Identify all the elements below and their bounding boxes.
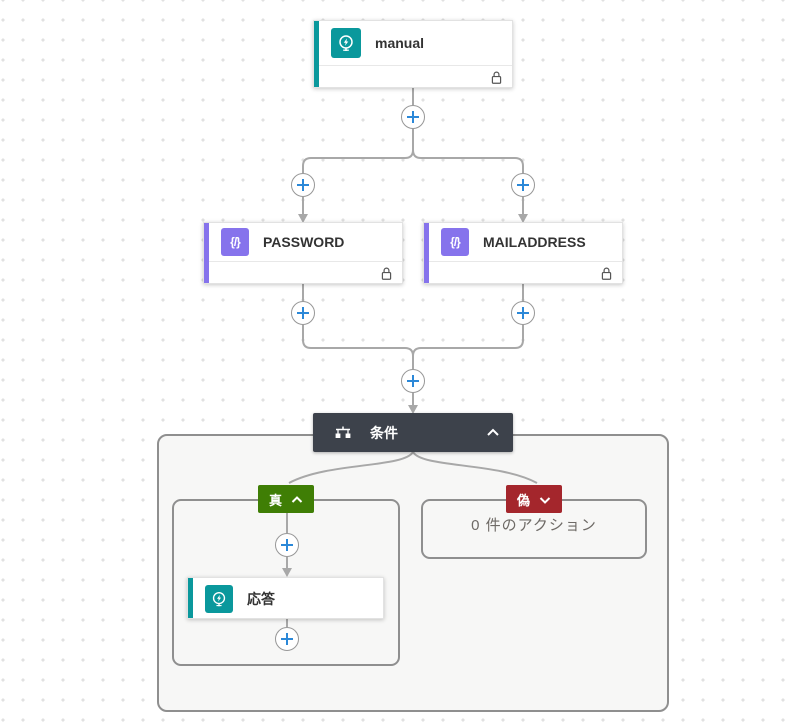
card-title: manual [375,35,425,51]
insert-step-button[interactable] [291,301,315,325]
variable-icon: {/} [221,228,249,256]
insert-step-button[interactable] [275,533,299,557]
request-trigger-icon [331,28,361,58]
lock-icon [491,71,502,84]
badge-label: 真 [268,492,282,508]
card-title: 応答 [247,591,275,607]
plus-icon [281,633,293,645]
card-accent-stripe [188,578,193,618]
chevron-up-icon [291,492,303,507]
badge-label: 偽 [516,492,530,508]
lock-icon [601,267,612,280]
plus-icon [517,179,529,191]
card-title: PASSWORD [263,234,345,250]
insert-step-button[interactable] [511,173,535,197]
insert-step-button[interactable] [401,105,425,129]
insert-step-button[interactable] [401,369,425,393]
action-card-password[interactable]: {/} PASSWORD [203,222,403,284]
insert-step-button[interactable] [275,627,299,651]
card-accent-stripe [314,21,319,87]
plus-icon [407,375,419,387]
action-card-response[interactable]: 応答 [187,577,384,619]
chevron-down-icon [539,492,551,507]
lock-icon [381,267,392,280]
plus-icon [281,539,293,551]
response-action-icon [205,585,233,613]
trigger-card-manual[interactable]: manual [313,20,513,88]
action-card-mailaddress[interactable]: {/} MAILADDRESS [423,222,623,284]
card-title: 条件 [370,424,398,441]
true-branch-badge[interactable]: 真 [258,485,314,513]
condition-card-header[interactable]: 条件 [313,413,513,452]
plus-icon [517,307,529,319]
insert-step-button[interactable] [511,301,535,325]
variable-icon: {/} [441,228,469,256]
false-branch-badge[interactable]: 偽 [506,485,562,513]
plus-icon [407,111,419,123]
empty-branch-text: 0 件のアクション [471,517,597,534]
plus-icon [297,179,309,191]
plus-icon [297,307,309,319]
card-title: MAILADDRESS [483,234,586,250]
condition-icon [333,424,353,442]
card-accent-stripe [424,223,429,283]
card-accent-stripe [204,223,209,283]
chevron-up-icon [486,424,500,442]
insert-step-button[interactable] [291,173,315,197]
